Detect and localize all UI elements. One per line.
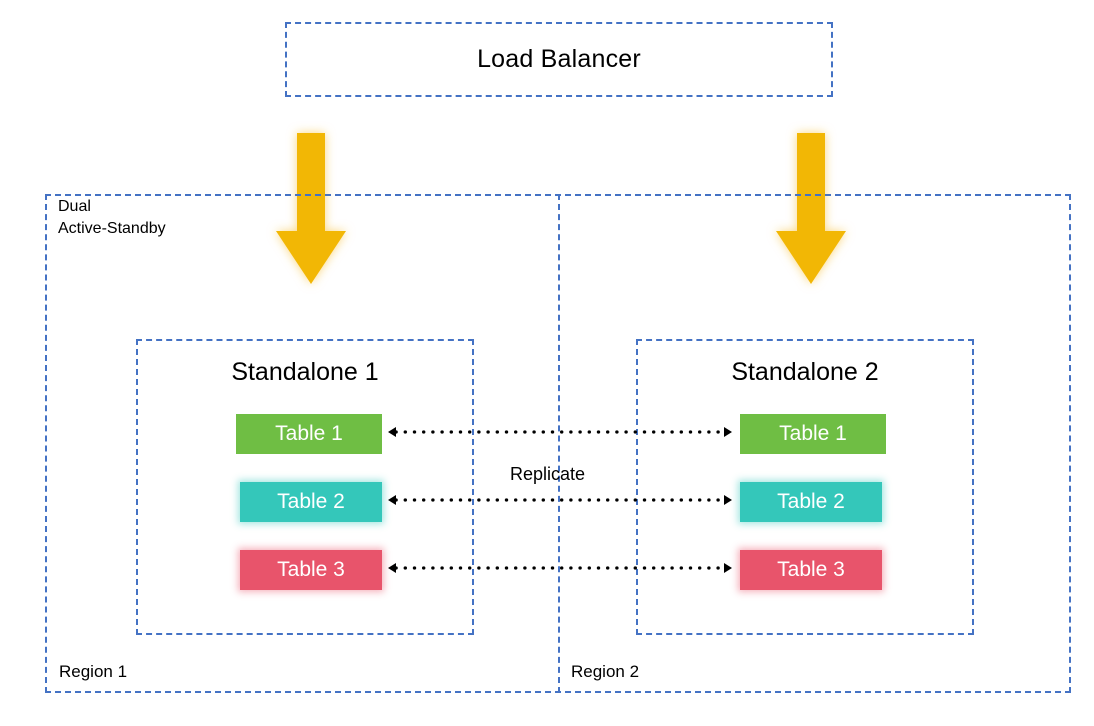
standalone-2-table-3[interactable]: Table 3 <box>740 550 882 590</box>
standalone-1-title: Standalone 1 <box>231 358 379 386</box>
down-arrow-icon-2 <box>776 133 846 284</box>
table-label: Table 3 <box>277 558 345 581</box>
region-1-label: Region 1 <box>59 662 128 681</box>
region-2-label: Region 2 <box>571 662 640 681</box>
standalone-1-table-2[interactable]: Table 2 <box>240 482 382 522</box>
table-label: Table 1 <box>275 422 343 445</box>
replicate-label: Replicate <box>510 464 586 484</box>
table-label: Table 1 <box>779 422 847 445</box>
region-divider <box>558 194 560 693</box>
dual-active-standby-label: Dual Active-Standby <box>58 198 166 237</box>
standalone-2-table-2[interactable]: Table 2 <box>740 482 882 522</box>
table-label: Table 2 <box>777 490 845 513</box>
standalone-1-table-1[interactable]: Table 1 <box>236 414 382 454</box>
load-balancer-label: Load Balancer <box>477 45 641 73</box>
standalone-1-box[interactable]: Standalone 1 Table 1 Table 2 Table 3 <box>136 339 474 635</box>
table-label: Table 2 <box>277 490 345 513</box>
load-balancer-box[interactable]: Load Balancer <box>285 22 833 97</box>
standalone-2-title: Standalone 2 <box>731 358 879 386</box>
standalone-2-box[interactable]: Standalone 2 Table 1 Table 2 Table 3 <box>636 339 974 635</box>
standalone-1-table-3[interactable]: Table 3 <box>240 550 382 590</box>
standalone-2-table-1[interactable]: Table 1 <box>740 414 886 454</box>
down-arrow-icon-1 <box>276 133 346 284</box>
table-label: Table 3 <box>777 558 845 581</box>
